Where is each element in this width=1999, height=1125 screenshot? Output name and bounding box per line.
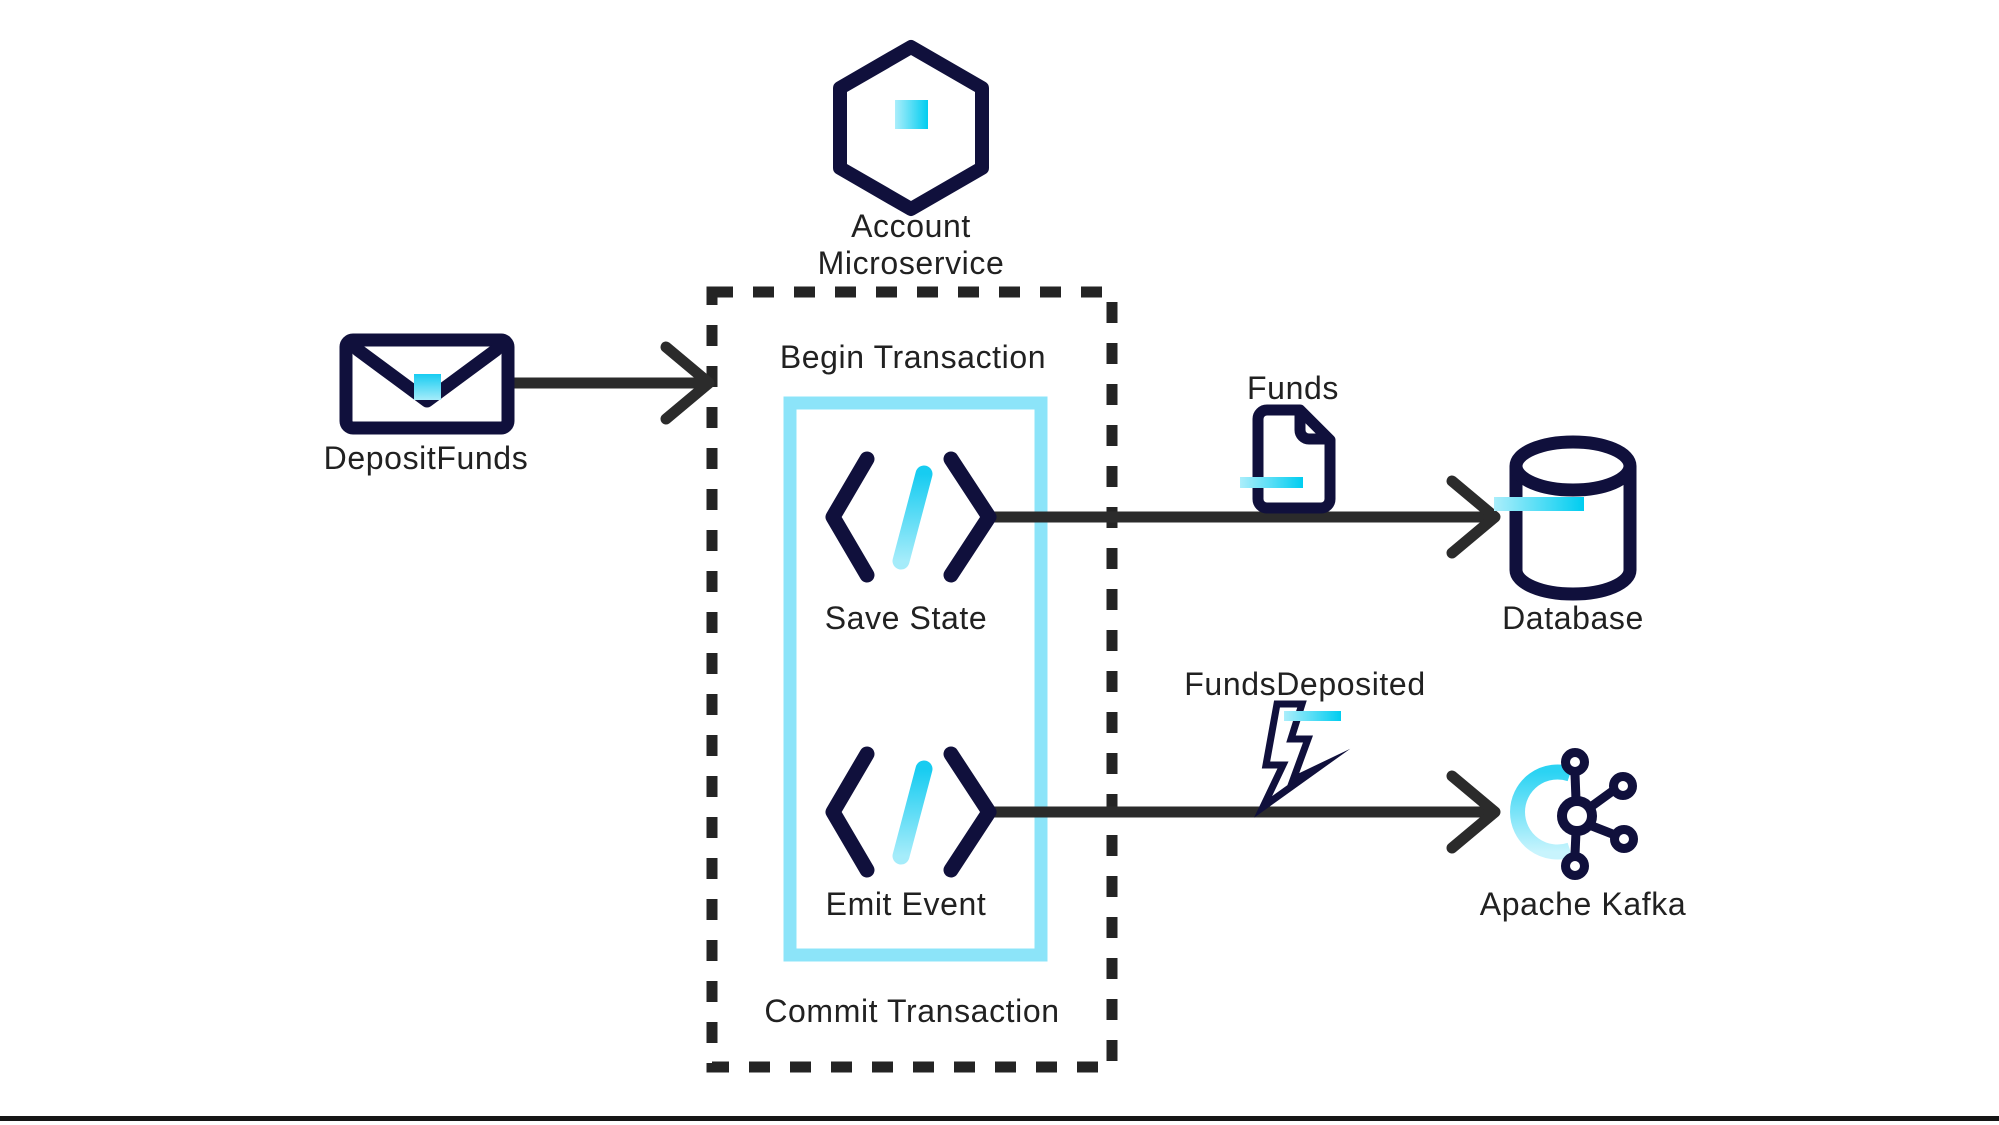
code-icon-save-state (825, 451, 997, 583)
arrow-save-state-to-database (985, 475, 1501, 559)
transaction-boundary-box (706, 286, 1118, 1073)
envelope-icon (339, 333, 515, 435)
save-state-label: Save State (824, 600, 988, 636)
lightning-event-icon (1253, 700, 1351, 818)
database-label: Database (1502, 600, 1644, 636)
funds-deposited-label: FundsDeposited (1184, 666, 1426, 702)
emit-event-label: Emit Event (825, 886, 987, 922)
apache-kafka-label: Apache Kafka (1479, 886, 1687, 922)
account-microservice-label: Account Microservice (817, 208, 1005, 281)
kafka-icon (1510, 748, 1638, 880)
arrow-emit-event-to-kafka (985, 770, 1501, 854)
document-funds-icon (1240, 404, 1336, 514)
funds-label: Funds (1247, 370, 1339, 406)
commit-transaction-label: Commit Transaction (764, 993, 1060, 1029)
begin-transaction-label: Begin Transaction (779, 339, 1047, 375)
hexagon-microservice-icon (833, 40, 989, 216)
code-icon-emit-event (825, 746, 997, 878)
arrow-deposit-to-service (500, 341, 715, 425)
deposit-funds-label: DepositFunds (323, 440, 529, 476)
transaction-inner-box (783, 396, 1048, 962)
bottom-border-line (0, 1116, 1999, 1121)
database-cylinder-icon (1494, 435, 1637, 601)
